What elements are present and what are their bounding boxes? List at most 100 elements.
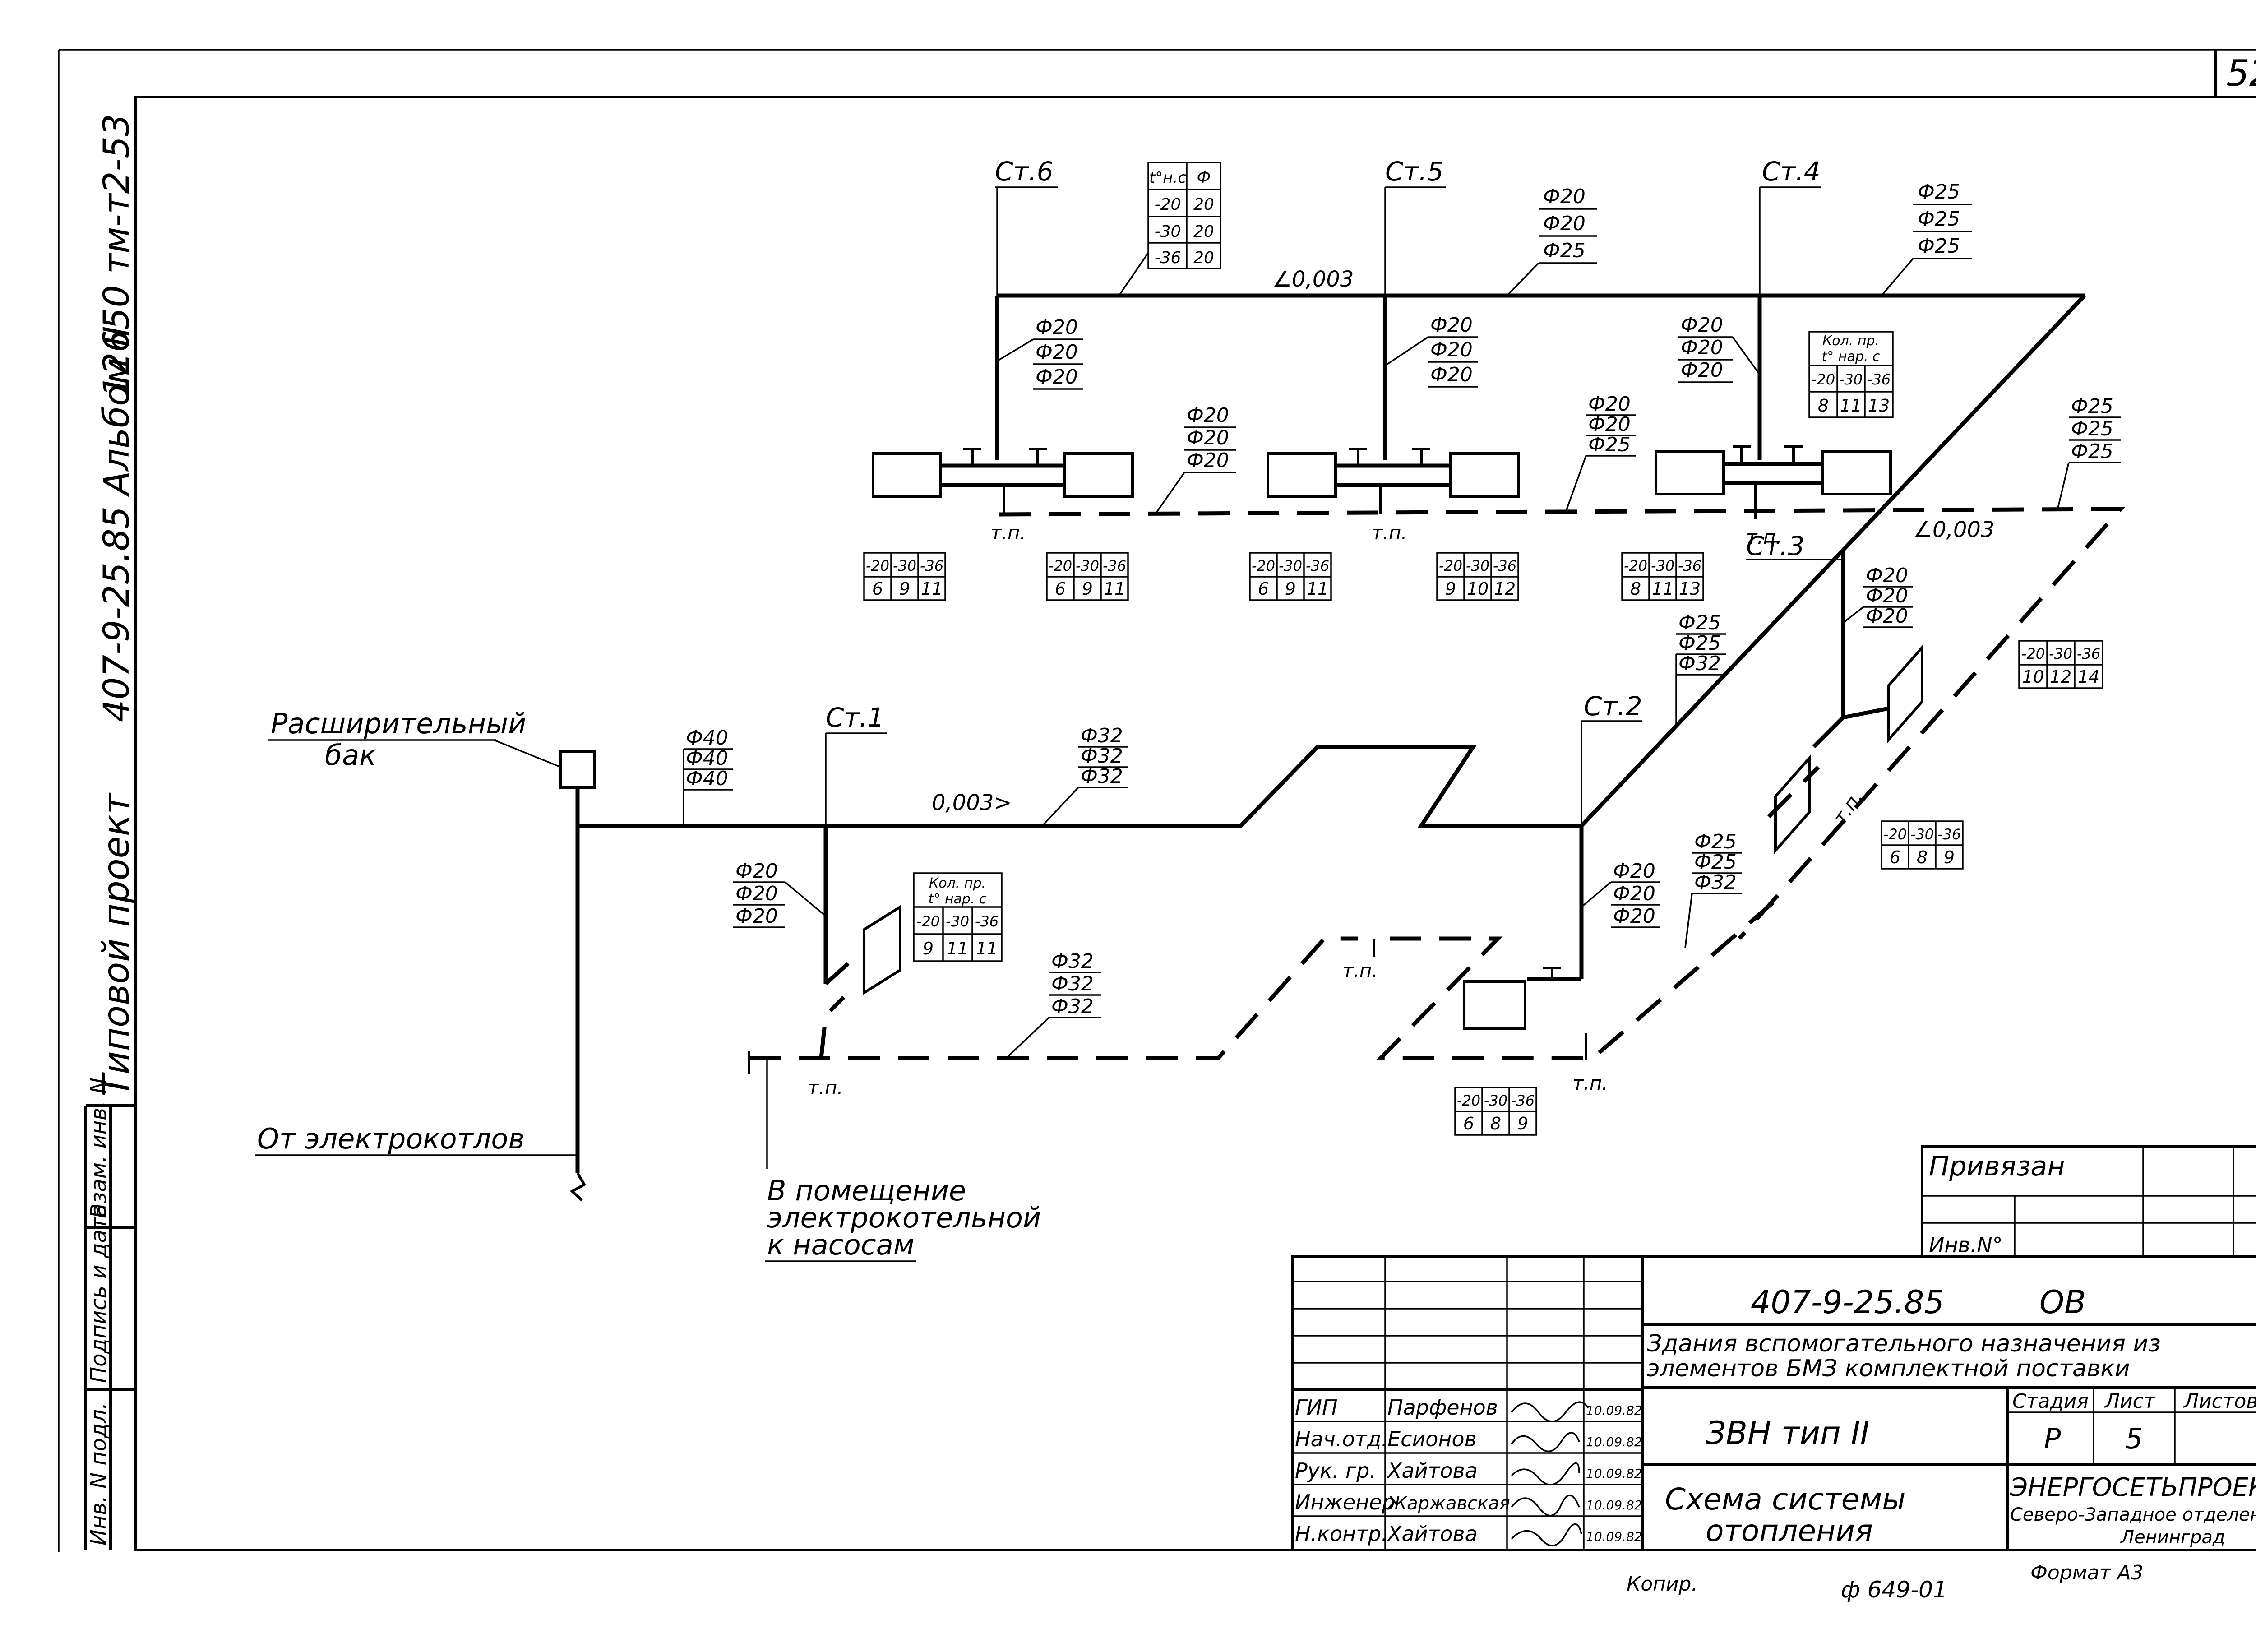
pipe-dia: Ф20 xyxy=(735,860,778,883)
signer-name: Хайтова xyxy=(1387,1458,1478,1483)
signer-role: Инженер xyxy=(1295,1490,1395,1514)
lower-supply-main xyxy=(559,551,1923,1202)
pipe-dia: Ф25 xyxy=(2071,395,2113,418)
radiator-group-st6 xyxy=(872,448,1134,514)
pipe-dia: Ф25 xyxy=(2071,417,2113,440)
tbl-cell: -36 xyxy=(1511,1092,1535,1109)
riser-st4: Ст.4 xyxy=(1762,156,1821,187)
temp-row-3-t: -36 xyxy=(1155,249,1181,267)
org-city: Ленинград xyxy=(2120,1527,2225,1548)
riser-labels: Ст.6 Ст.5 Ст.4 Ст.3 Ст.2 Ст.1 xyxy=(826,156,1843,734)
tp-label: т.п. xyxy=(1829,787,1867,828)
annotations: Расширительный бак От электрокотлов В по… xyxy=(255,707,1041,1262)
tbl-cell: 9 xyxy=(1082,579,1093,599)
tbl-cell: -30 xyxy=(1484,1092,1507,1109)
pipe-dia: Ф20 xyxy=(1613,905,1655,928)
signer-role: Нач.отд. xyxy=(1295,1427,1388,1451)
pipe-label-st6-riser: Ф20 Ф20 Ф20 xyxy=(997,316,1083,390)
stamp-sign-date: Подпись и дата xyxy=(86,1203,111,1383)
section-table-b: -20 -30 -36 6 9 11 xyxy=(1046,552,1129,601)
pipe-label-st4-riser: Ф20 Ф20 Ф20 xyxy=(1678,314,1761,383)
riser-st3: Ст.3 xyxy=(1746,531,1805,561)
pipe-dia: Ф20 xyxy=(1866,584,1908,607)
tbl-cell: -30 xyxy=(1839,371,1863,388)
temp-header-table: t°н.с Ф -20 20 -30 20 -36 20 xyxy=(1118,162,1221,296)
riser-st6: Ст.6 xyxy=(995,156,1054,187)
pipe-label-diag-st2: Ф25 Ф25 Ф32 xyxy=(1675,611,1726,727)
tbl-cell: -36 xyxy=(1493,557,1516,574)
temp-header-tns: t°н.с xyxy=(1149,169,1186,187)
pipe-dia: Ф20 xyxy=(1430,314,1473,337)
signature-scribble xyxy=(1511,1495,1580,1517)
tbl-cell: -36 xyxy=(1867,371,1891,388)
temp-row-3-d: 20 xyxy=(1193,249,1214,267)
pipe-dia: Ф25 xyxy=(1694,851,1737,874)
pipe-dia: Ф32 xyxy=(1081,724,1123,747)
pipe-dia: Ф32 xyxy=(1081,745,1123,768)
privyazan-title: Привязан xyxy=(1929,1151,2065,1182)
tbl-cell: 12 xyxy=(1494,579,1516,599)
riser-st1: Ст.1 xyxy=(826,702,884,733)
tbl-cell: 9 xyxy=(1944,847,1955,867)
tbl-cell: 9 xyxy=(899,579,910,599)
tbl-cell: 10 xyxy=(1467,579,1489,599)
pipe-dia: Ф20 xyxy=(1036,316,1078,339)
tbl-cell: -30 xyxy=(1910,826,1934,843)
tbl-cell: 11 xyxy=(1652,579,1674,599)
tbl-cell: 8 xyxy=(1818,396,1829,416)
stage-header: Стадия xyxy=(2012,1390,2089,1413)
tbl-cell: 10 xyxy=(2022,667,2044,687)
tbl-cell: -36 xyxy=(1937,826,1961,843)
tbl-cell: 6 xyxy=(1055,579,1066,599)
pipe-label-return-st2: Ф25 Ф25 Ф32 xyxy=(1684,830,1742,948)
signer-role: Н.контр. xyxy=(1295,1522,1388,1546)
tbl-cell: 11 xyxy=(1104,579,1125,599)
project-code: 12650 тм-т2-53 xyxy=(97,114,137,397)
pipe-dia: Ф20 xyxy=(1430,363,1473,386)
pipe-dia: Ф32 xyxy=(1678,652,1721,675)
tbl-cell: -20 xyxy=(2021,645,2045,662)
section-table-e: -20 -30 -36 8 11 13 xyxy=(1621,552,1704,601)
album-label: 407-9-25.85 Альбом II xyxy=(97,326,137,722)
org-name: ЭНЕРГОСЕТЬПРОЕКТ xyxy=(2010,1473,2256,1502)
pipe-dia: Ф20 xyxy=(1681,359,1723,382)
pipe-dia: Ф20 xyxy=(1187,404,1229,427)
to-room-label-2: электрокотельной xyxy=(767,1201,1041,1234)
signer-name: Хайтова xyxy=(1387,1522,1478,1546)
tbl-cell: 8 xyxy=(1630,579,1641,599)
to-room-label-3: к насосам xyxy=(767,1228,915,1261)
expansion-tank-label-2: бак xyxy=(325,739,376,772)
pipe-dia: Ф20 xyxy=(1543,185,1586,208)
signer-role: ГИП xyxy=(1295,1395,1338,1420)
pipe-dia: Ф20 xyxy=(1430,338,1473,361)
tbl-cell: 11 xyxy=(921,579,943,599)
pipe-label-main-left: Ф40 Ф40 Ф40 xyxy=(683,727,733,826)
pipe-dia: Ф20 xyxy=(1681,314,1723,337)
signer-role: Рук. гр. xyxy=(1295,1458,1376,1483)
slope-upper: ∠0,003 xyxy=(1272,267,1354,292)
tbl-cell: -30 xyxy=(1466,557,1489,574)
signature-scribble xyxy=(1511,1401,1589,1422)
pipe-dia: Ф32 xyxy=(1051,950,1094,973)
pipe-dia: Ф20 xyxy=(1187,449,1229,472)
copy-label: Копир. xyxy=(1627,1573,1697,1596)
pipe-label-return-5: Ф20 Ф20 Ф25 xyxy=(1565,393,1636,513)
pipe-dia: Ф20 xyxy=(1613,882,1655,905)
pipe-dia: Ф20 xyxy=(735,905,778,928)
tbl-cell: 6 xyxy=(1463,1114,1474,1134)
signature-scribble xyxy=(1511,1462,1580,1485)
tbl-cell: -20 xyxy=(1439,557,1462,574)
temp-row-1-t: -20 xyxy=(1155,195,1181,214)
signer-date: 10.09.82 xyxy=(1586,1403,1642,1418)
signer-name: Жаржавская xyxy=(1386,1493,1510,1514)
tbl-cell: 14 xyxy=(2078,667,2099,687)
temp-row-2-t: -30 xyxy=(1155,222,1181,241)
tbl-cell: -30 xyxy=(1279,557,1302,574)
tbl-cell: -20 xyxy=(1883,826,1907,843)
tbl-cell: 11 xyxy=(1840,396,1862,416)
signer-name: Есионов xyxy=(1387,1427,1477,1451)
section-table-g: -20 -30 -36 6 8 9 xyxy=(1881,820,1964,870)
pipe-dia: Ф25 xyxy=(1588,433,1631,456)
tbl-cell: 8 xyxy=(1917,847,1928,867)
